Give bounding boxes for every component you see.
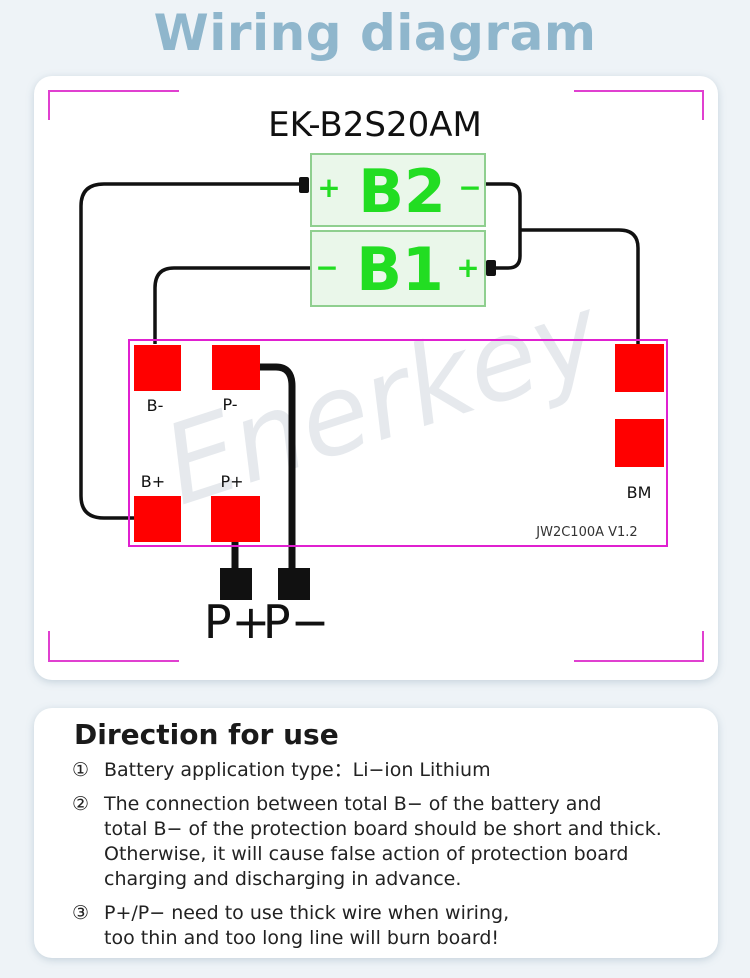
cell-b1-right-symbol: +	[456, 251, 479, 284]
protection-board	[128, 339, 668, 547]
direction-title: Direction for use	[74, 718, 339, 751]
cell-b1-body	[310, 230, 486, 307]
frame-mark-bottom-left	[48, 631, 179, 662]
model-title: EK-B2S20AM	[268, 105, 482, 145]
battery-cells: + B2 − − B1 +	[310, 153, 486, 307]
watermark-text: Enerkey	[149, 269, 617, 530]
wire-b2-minus-to-b1-plus	[486, 182, 522, 270]
direction-card: Direction for use ① Battery application …	[34, 708, 718, 958]
instruction-text: Battery application type：Li−ion Lithium	[104, 759, 491, 781]
diagram-card: EK-B2S20AM Enerkey + B2 − −	[34, 76, 718, 680]
output-label-p-plus: P+	[204, 595, 270, 649]
frame-marks	[48, 90, 704, 662]
pad-p-plus	[211, 496, 260, 542]
wire-cells-to-bm	[520, 228, 640, 344]
pad-bm-upper	[615, 344, 664, 392]
cell-b2-right-symbol: −	[458, 171, 481, 204]
cell-b1-left-symbol: −	[315, 251, 338, 284]
wire-b1-minus-to-b-minus	[153, 266, 310, 344]
wire-p-minus-output	[260, 363, 296, 568]
instruction-number: ①	[72, 759, 90, 781]
pad-label-b-minus: B-	[147, 396, 164, 415]
output-connector-p-plus	[220, 568, 252, 600]
frame-mark-bottom-right	[574, 631, 704, 662]
pad-label-bm: BM	[627, 483, 652, 502]
page-title: Wiring diagram	[153, 4, 597, 62]
cell-b2-body	[310, 153, 486, 227]
pad-bm	[615, 419, 664, 467]
cell-b2-left-symbol: +	[317, 171, 340, 204]
instruction-list: ① Battery application type：Li−ion Lithiu…	[72, 758, 712, 960]
instruction-number: ②	[72, 793, 90, 815]
instruction-item: ③ P+/P− need to use thick wire when wiri…	[72, 901, 712, 951]
instruction-number: ③	[72, 902, 90, 924]
pad-b-plus	[134, 496, 181, 542]
pad-label-b-plus: B+	[141, 472, 165, 491]
b1-plus-terminal-cap	[486, 260, 496, 276]
cell-b2: + B2 −	[310, 153, 486, 227]
frame-mark-top-right	[574, 90, 704, 120]
board-label: JW2C100A V1.2	[535, 525, 637, 540]
cell-b1: − B1 +	[310, 230, 486, 307]
frame-mark-top-left	[48, 90, 179, 120]
b2-plus-terminal-cap	[299, 177, 309, 193]
instruction-item: ① Battery application type：Li−ion Lithiu…	[72, 758, 712, 783]
instruction-text: P+/P− need to use thick wire when wiring…	[104, 902, 510, 949]
instruction-item: ② The connection between total B− of the…	[72, 792, 712, 892]
cell-b1-label: B1	[356, 235, 443, 305]
output-label-p-minus: P−	[263, 595, 329, 649]
output-connector-p-minus	[278, 568, 310, 600]
instruction-text: The connection between total B− of the b…	[104, 793, 662, 890]
board-pads	[134, 344, 664, 542]
wires	[79, 182, 640, 568]
wiring-diagram: EK-B2S20AM Enerkey + B2 − −	[48, 90, 704, 662]
pad-label-p-minus: P-	[222, 395, 237, 414]
pad-b-minus	[134, 345, 181, 391]
pad-p-minus	[212, 345, 260, 390]
cell-b2-label: B2	[358, 157, 445, 227]
pad-label-p-plus: P+	[220, 472, 243, 491]
wire-b-plus-to-b2-plus	[79, 182, 302, 520]
